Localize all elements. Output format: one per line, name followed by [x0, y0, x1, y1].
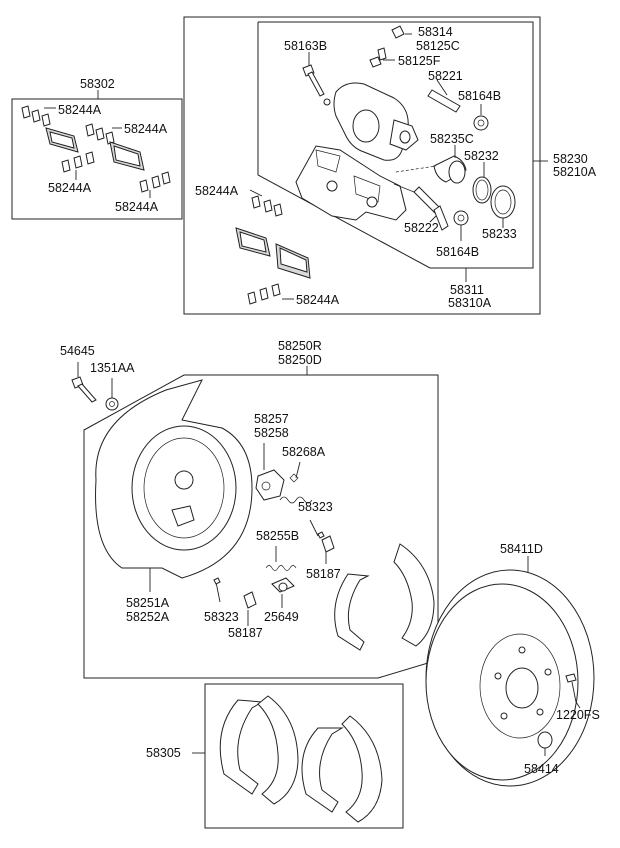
label-58125F: 58125F — [398, 54, 441, 68]
label-58250R: 58250R — [278, 339, 322, 353]
caliper-group — [183, 16, 548, 315]
label-58255B: 58255B — [256, 529, 299, 543]
adjuster-spring — [279, 496, 313, 504]
return-spring — [265, 565, 297, 571]
pad-kit-group — [11, 90, 183, 220]
label-58244A-3: 58244A — [48, 181, 92, 195]
piston-boot — [490, 185, 516, 219]
hold-down-pin-lower — [215, 581, 221, 603]
labels: 58314 58125C 58163B 58125F 58221 58164B … — [48, 25, 600, 776]
label-58250D: 58250D — [278, 353, 322, 367]
brake-shoe-right — [393, 543, 435, 647]
label-58210A: 58210A — [553, 165, 597, 179]
shoe-kit-frame — [204, 683, 404, 829]
caliper-bore — [352, 109, 380, 143]
piston-face — [448, 160, 466, 184]
label-58244A-1: 58244A — [58, 103, 102, 117]
label-58164B-top: 58164B — [458, 89, 501, 103]
caliper-bracket — [295, 145, 407, 221]
kit-clip-3 — [61, 151, 95, 173]
pin-boot-upper — [473, 115, 489, 131]
label-58187-bottom: 58187 — [228, 626, 263, 640]
label-58235C: 58235C — [430, 132, 474, 146]
caliper-bolt-shaft — [307, 71, 325, 97]
label-1351AA: 1351AA — [90, 361, 135, 375]
label-58258: 58258 — [254, 426, 289, 440]
bleeder-screw — [377, 47, 387, 61]
kit-clip-2 — [85, 123, 115, 145]
label-58221: 58221 — [428, 69, 463, 83]
pin-boot-lower — [453, 210, 469, 226]
label-58311: 58311 — [450, 283, 484, 297]
label-58222: 58222 — [404, 221, 439, 235]
hub-bolt-shaft — [77, 383, 97, 403]
label-58232: 58232 — [464, 149, 499, 163]
kit-shoe-4 — [341, 715, 383, 823]
label-58164B-bottom: 58164B — [436, 245, 479, 259]
label-58323-bottom: 58323 — [204, 610, 239, 624]
label-58187-right: 58187 — [306, 567, 341, 581]
backing-plate-group — [71, 362, 439, 679]
pad-clip-lower — [247, 283, 281, 305]
bleeder-cap — [391, 25, 405, 39]
label-58302: 58302 — [80, 77, 115, 91]
label-58414: 58414 — [524, 762, 559, 776]
brake-shoe-left — [334, 573, 370, 651]
label-58314: 58314 — [418, 25, 453, 39]
caliper-inner-frame — [257, 21, 534, 269]
label-54645: 54645 — [60, 344, 95, 358]
caliper-outer-frame — [183, 16, 541, 315]
label-58323-top: 58323 — [298, 500, 333, 514]
label-58163B: 58163B — [284, 39, 327, 53]
rotor-screw — [565, 673, 577, 683]
label-58244A-4: 58244A — [115, 200, 159, 214]
label-58244A-6: 58244A — [296, 293, 340, 307]
guide-pin-upper — [427, 89, 461, 113]
pad-kit-frame — [11, 98, 183, 220]
hold-down-pin-upper — [309, 519, 319, 537]
hold-down-cup-right — [321, 535, 335, 553]
label-58310A: 58310A — [448, 296, 492, 310]
shoe-kit-group — [192, 683, 404, 829]
label-25649: 25649 — [264, 610, 299, 624]
label-58244A-5: 58244A — [195, 184, 239, 198]
kit-clip-1 — [21, 105, 51, 127]
rotor-center-bore — [505, 667, 539, 709]
label-58233: 58233 — [482, 227, 517, 241]
hold-down-cup-lower — [243, 591, 257, 609]
label-1220FS: 1220FS — [556, 708, 600, 722]
label-58251A: 58251A — [126, 596, 170, 610]
rotor-plug — [537, 731, 553, 749]
label-58305: 58305 — [146, 746, 181, 760]
kit-clip-4 — [139, 171, 171, 193]
label-58230: 58230 — [553, 152, 588, 166]
pad-clip-upper — [251, 195, 283, 217]
rotor-hat — [479, 633, 561, 739]
label-58125C: 58125C — [416, 39, 460, 53]
rotor-group — [425, 556, 595, 787]
label-58244A-2: 58244A — [124, 122, 168, 136]
label-58252A: 58252A — [126, 610, 170, 624]
kit-shoe-2 — [257, 695, 299, 805]
kit-shoe-3 — [301, 727, 344, 813]
kit-shoe-1 — [219, 699, 264, 795]
washer — [105, 397, 119, 411]
label-58257: 58257 — [254, 412, 289, 426]
bleeder-screw-small — [369, 56, 382, 68]
label-58411D: 58411D — [500, 542, 543, 556]
label-58268A: 58268A — [282, 445, 326, 459]
